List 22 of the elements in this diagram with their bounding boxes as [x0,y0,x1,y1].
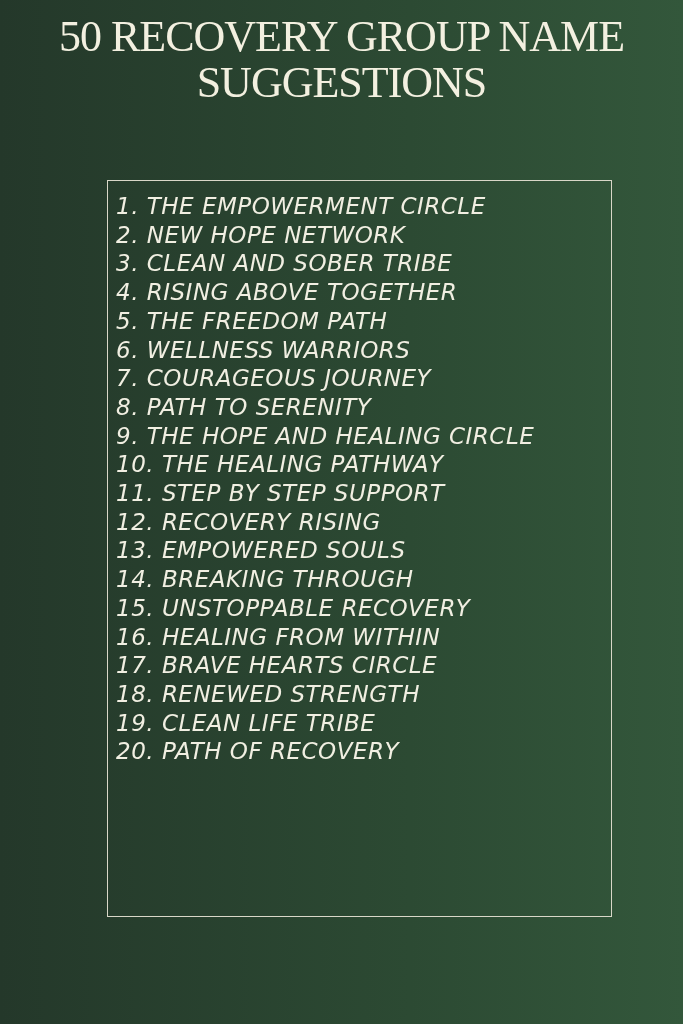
list-panel [107,180,612,917]
title: 50 RECOVERY GROUP NAME SUGGESTIONS [57,14,626,106]
list-item: 19. CLEAN LIFE TRIBE [116,708,376,737]
list-item: 13. EMPOWERED SOULS [116,536,406,565]
list-item: 12. RECOVERY RISING [116,507,381,536]
list-item: 1. THE EMPOWERMENT CIRCLE [116,192,486,220]
list-item: 11. STEP BY STEP SUPPORT [116,479,445,507]
list-item: 4. RISING ABOVE TOGETHER [116,278,458,307]
list-item: 7. COURAGEOUS JOURNEY [116,364,432,393]
list-item: 14. BREAKING THROUGH [116,565,414,594]
list-item: 16. HEALING FROM WITHIN [116,622,441,651]
list-item: 5. THE FREEDOM PATH [116,306,388,335]
list-item: 18. RENEWED STRENGTH [116,679,420,708]
list-item: 3. CLEAN AND SOBER TRIBE [116,249,453,278]
list-item: 15. UNSTOPPABLE RECOVERY [116,593,471,622]
list-item: 9. THE HOPE AND HEALING CIRCLE [116,421,535,450]
list-item: 10. THE HEALING PATHWAY [116,450,444,479]
list-item: 20. PATH OF RECOVERY [116,737,399,766]
list-item: 8. PATH TO SERENITY [116,392,372,421]
list-item: 2. NEW HOPE NETWORK [116,220,406,249]
list-item: 17. BRAVE HEARTS CIRCLE [116,651,438,680]
list-item: 6. WELLNESS WARRIORS [116,335,411,364]
